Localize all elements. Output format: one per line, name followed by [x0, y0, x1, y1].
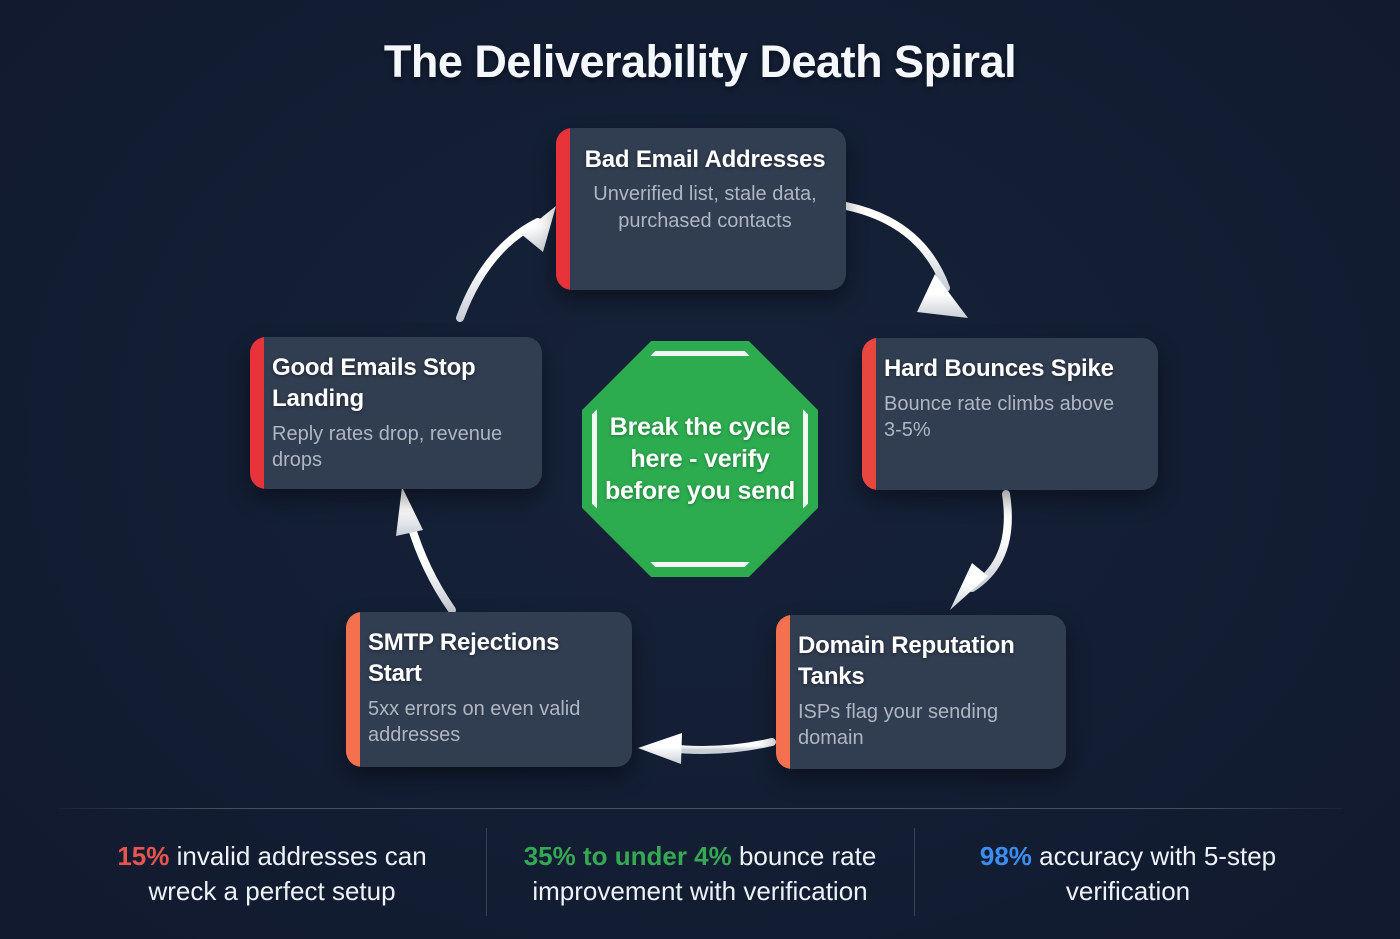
- card-title: Good Emails Stop Landing: [272, 354, 476, 412]
- stat-highlight: 98%: [979, 841, 1032, 872]
- center-callout-label: Break the cycle here - verify before you…: [604, 413, 796, 505]
- arrow-smtp-to-good: [396, 487, 456, 614]
- arrow-domain-to-smtp: [638, 733, 776, 764]
- card-title: SMTP Rejections Start: [368, 629, 560, 687]
- stat-text: bounce rate improvement with verificatio…: [532, 841, 877, 906]
- stat-verification-accuracy: 98% accuracy with 5-step verification: [914, 824, 1342, 924]
- card-good-emails-stop-landing[interactable]: Good Emails Stop Landing Reply rates dro…: [250, 337, 542, 489]
- stat-highlight: 15%: [117, 841, 170, 872]
- card-title: Bad Email Addresses: [584, 146, 826, 173]
- card-accent-bar: [346, 612, 360, 767]
- card-subtitle: ISPs flag your sending domain: [798, 700, 999, 750]
- arrow-good-to-bad: [456, 206, 556, 322]
- stat-text: accuracy with 5-step verification: [1031, 841, 1277, 906]
- arrow-bad-to-bounces: [842, 202, 968, 318]
- card-subtitle: Unverified list, stale data, purchased c…: [593, 183, 817, 232]
- card-accent-bar: [862, 338, 876, 490]
- card-accent-bar: [250, 337, 264, 489]
- stop-sign-icon: [582, 341, 818, 577]
- stat-text: invalid addresses can wreck a perfect se…: [148, 841, 427, 906]
- stat-bounce-rate-improvement: 35% to under 4% bounce rate improvement …: [486, 824, 914, 924]
- page-title: The Deliverability Death Spiral: [383, 36, 1017, 87]
- card-accent-bar: [556, 128, 570, 290]
- card-smtp-rejections-start[interactable]: SMTP Rejections Start 5xx errors on even…: [346, 612, 632, 767]
- card-bad-email-addresses[interactable]: Bad Email Addresses Unverified list, sta…: [556, 128, 846, 290]
- footer-divider: [58, 808, 1342, 809]
- card-subtitle: Bounce rate climbs above 3-5%: [884, 392, 1115, 442]
- stat-invalid-addresses: 15% invalid addresses can wreck a perfec…: [58, 824, 486, 924]
- card-hard-bounces-spike[interactable]: Hard Bounces Spike Bounce rate climbs ab…: [862, 338, 1158, 490]
- stop-sign-inner-border: [592, 351, 808, 567]
- card-accent-bar: [776, 615, 790, 769]
- card-title: Domain Reputation Tanks: [798, 632, 1015, 690]
- card-title: Hard Bounces Spike: [884, 355, 1114, 382]
- card-subtitle: 5xx errors on even valid addresses: [368, 697, 581, 747]
- stat-highlight: 35% to under 4%: [523, 841, 732, 872]
- footer-stats: 15% invalid addresses can wreck a perfec…: [58, 824, 1342, 924]
- card-domain-reputation-tanks[interactable]: Domain Reputation Tanks ISPs flag your s…: [776, 615, 1066, 769]
- arrow-bounces-to-domain: [950, 490, 1012, 610]
- card-subtitle: Reply rates drop, revenue drops: [272, 422, 503, 472]
